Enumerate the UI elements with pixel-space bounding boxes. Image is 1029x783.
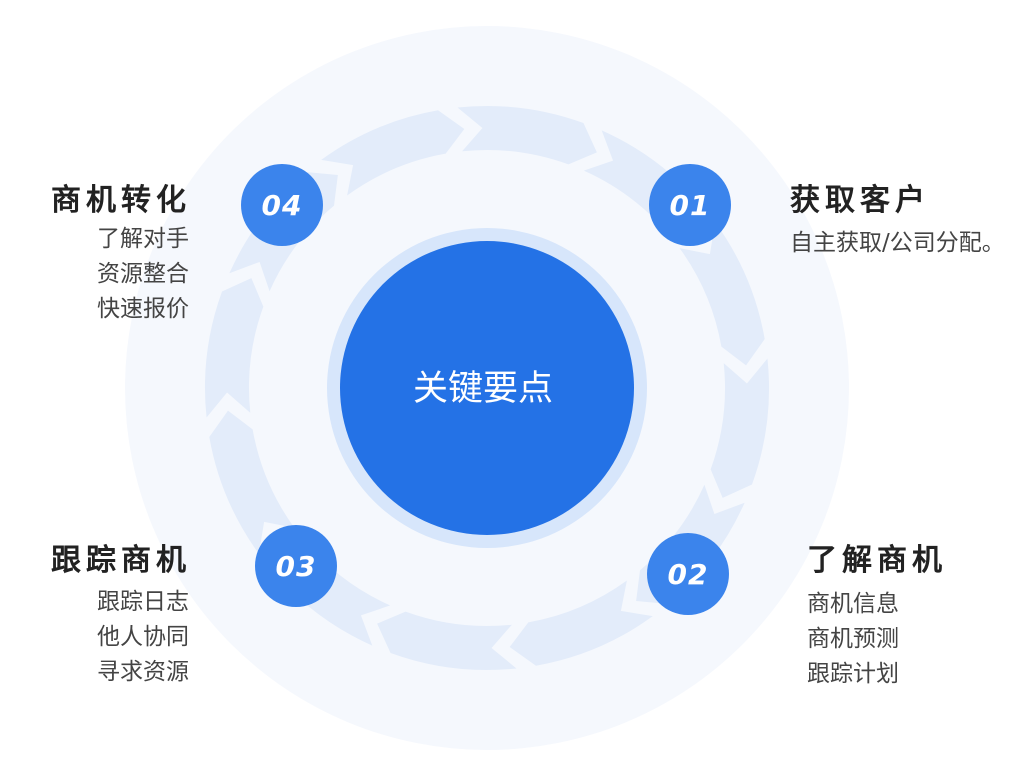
step-number-03: 03 — [276, 550, 317, 583]
center-label: 关键要点 — [413, 369, 553, 409]
step-title-04: 商机转化 — [51, 183, 191, 218]
step-title-02: 了解商机 — [807, 543, 947, 578]
step-badge-04: 04 — [241, 164, 323, 246]
cycle-arrow-segment — [457, 106, 597, 165]
step-item: 资源整合 — [97, 261, 189, 287]
cycle-arrow-segment — [679, 222, 765, 366]
step-item: 他人协同 — [97, 624, 189, 650]
step-items-03: 跟踪日志 他人协同 寻求资源 — [97, 585, 189, 690]
step-title-01: 获取客户 — [790, 183, 930, 218]
cycle-arrow-segment — [377, 611, 517, 670]
step-items-02: 商机信息 商机预测 跟踪计划 — [807, 587, 899, 692]
step-item: 跟踪日志 — [97, 589, 189, 615]
cycle-arrow-segment — [205, 278, 264, 418]
step-item: 自主获取/公司分配。 — [790, 230, 1005, 256]
step-item: 了解对手 — [97, 226, 189, 252]
step-item: 跟踪计划 — [807, 661, 899, 687]
cycle-arrow-segment — [321, 110, 465, 196]
step-badge-01: 01 — [649, 164, 731, 246]
step-badge-03: 03 — [255, 525, 337, 607]
step-item: 商机预测 — [807, 626, 899, 652]
step-number-04: 04 — [262, 189, 303, 222]
step-badge-02: 02 — [647, 533, 729, 615]
cycle-arrow-segment — [509, 580, 653, 666]
step-item: 快速报价 — [97, 296, 189, 322]
step-title-03: 跟踪商机 — [51, 543, 191, 578]
cycle-arrow-segment — [710, 358, 769, 498]
step-items-01: 自主获取/公司分配。 — [790, 226, 1005, 261]
center-circle — [340, 241, 634, 535]
step-item: 寻求资源 — [97, 659, 189, 685]
step-items-04: 了解对手 资源整合 快速报价 — [97, 222, 189, 327]
step-number-01: 01 — [670, 189, 711, 222]
step-number-02: 02 — [668, 558, 709, 591]
cycle-arrow-segment — [209, 410, 295, 554]
step-item: 商机信息 — [807, 591, 899, 617]
